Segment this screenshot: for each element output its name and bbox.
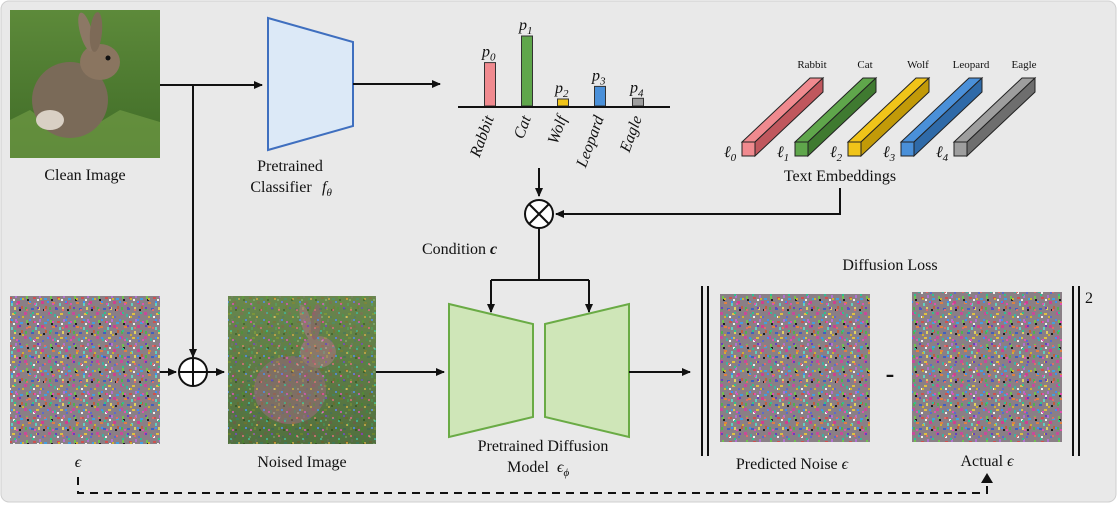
diffusion-loss-label: Diffusion Loss xyxy=(842,257,937,274)
prob-bar-eagle xyxy=(632,97,644,107)
embedding-name-label: Eagle xyxy=(1011,59,1036,71)
prob-bar-leopard xyxy=(594,85,606,107)
embedding-symbol-label: ℓ1 xyxy=(777,144,789,164)
noised-image-label: Noised Image xyxy=(257,454,346,471)
diffusion-label-line2: Model xyxy=(507,459,549,476)
embedding-name-label: Rabbit xyxy=(797,59,826,71)
text-embeddings-label: Text Embeddings xyxy=(784,168,896,185)
epsilon-label: ϵ xyxy=(75,454,82,471)
classifier-block xyxy=(267,16,354,152)
classifier-symbol: fθ xyxy=(322,179,332,199)
prob-bar-label: p4 xyxy=(629,79,644,99)
prob-bar-label: p0 xyxy=(481,44,496,64)
norm-power: 2 xyxy=(1085,290,1093,307)
embedding-symbol-label: ℓ4 xyxy=(936,144,949,164)
embedding-eagle xyxy=(953,141,968,157)
classifier-label-line2: Classifier xyxy=(250,179,312,196)
embedding-symbol-label: ℓ0 xyxy=(724,144,737,164)
diffusion-symbol: ϵϕ xyxy=(557,459,569,479)
embedding-wolf xyxy=(847,141,862,157)
clean-image-label: Clean Image xyxy=(44,167,125,184)
embedding-leopard xyxy=(900,141,915,157)
diffusion-encoder-block xyxy=(448,302,534,439)
diffusion-decoder-block xyxy=(544,302,630,439)
prob-bar-rabbit xyxy=(484,62,496,107)
diffusion-label-line1: Pretrained Diffusion xyxy=(478,438,609,455)
embedding-name-label: Cat xyxy=(857,59,872,71)
dashed-epsilon-to-actual xyxy=(77,477,988,494)
prob-bar-label: p2 xyxy=(554,80,569,100)
predicted-noise-label: Predicted Noise ϵ xyxy=(736,456,849,473)
minus-sign: - xyxy=(886,359,895,388)
embedding-name-label: Leopard xyxy=(953,59,990,71)
text-embeddings-group: Rabbit ℓ0 Cat ℓ1 Wolf ℓ2 Leopard ℓ3 Eagle ℓ4 xyxy=(724,59,1037,164)
prob-bar-label: p3 xyxy=(591,67,606,87)
prob-bar-wolf xyxy=(557,98,569,107)
embedding-name-label: Wolf xyxy=(907,59,929,71)
prob-bar-cat xyxy=(521,35,533,107)
predicted-noise-image xyxy=(720,294,870,442)
prob-bar-label: p1 xyxy=(518,17,533,37)
classifier-label-line1: Pretrained xyxy=(257,158,323,175)
embedding-rabbit xyxy=(741,141,756,157)
noise-image xyxy=(10,296,160,444)
embedding-cat xyxy=(794,141,809,157)
condition-label: Condition c xyxy=(422,241,497,258)
embedding-symbol-label: ℓ3 xyxy=(883,144,896,164)
actual-noise-image xyxy=(912,292,1062,442)
noised-image xyxy=(228,296,376,444)
clean-image xyxy=(10,10,160,158)
arrow-embeddings-to-otimes xyxy=(555,188,841,218)
embedding-symbol-label: ℓ2 xyxy=(830,144,843,164)
actual-noise-label: Actual ϵ xyxy=(960,453,1014,470)
